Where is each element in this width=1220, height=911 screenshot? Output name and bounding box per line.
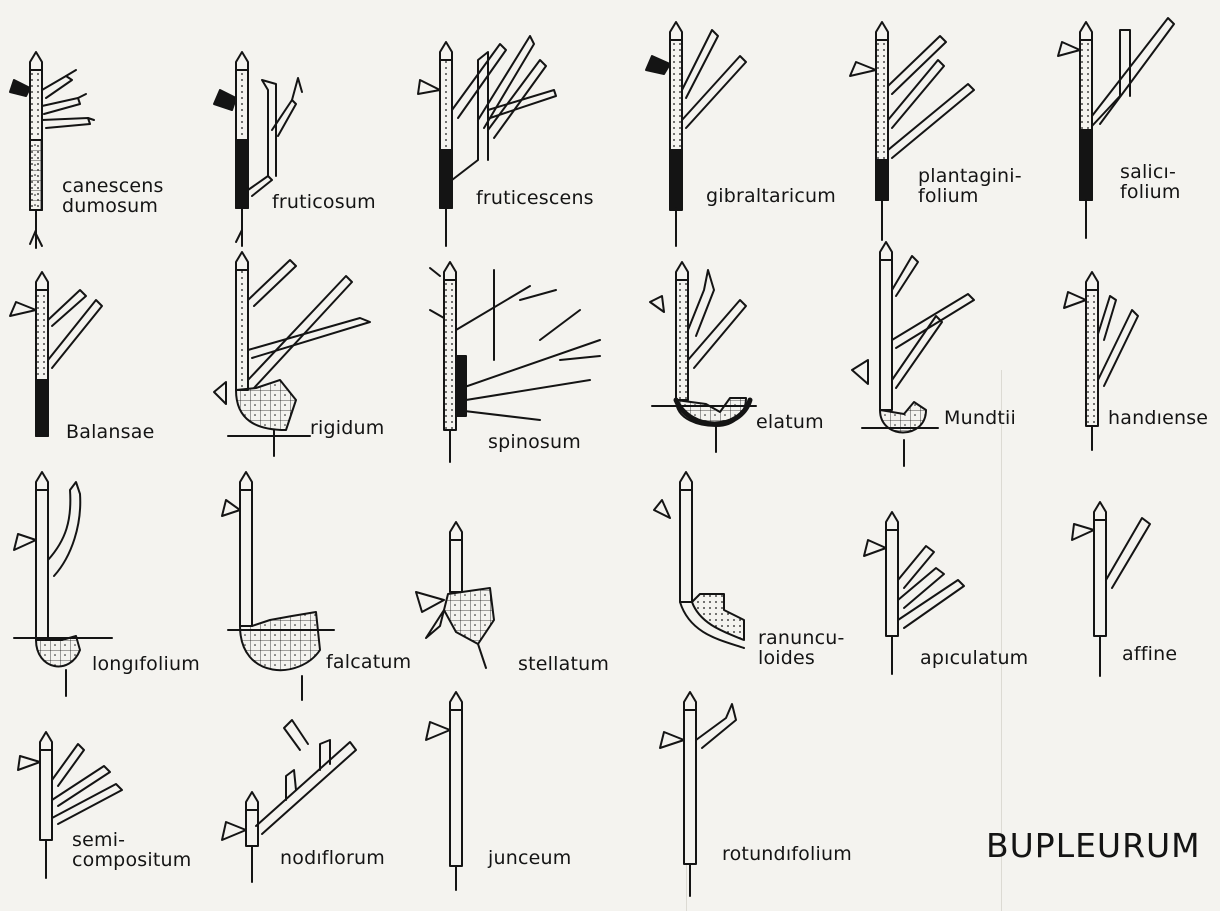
label-stellatum: stellatum xyxy=(518,654,609,674)
plant-rotundifolium xyxy=(660,692,736,896)
genus-title: BUPLEURUM xyxy=(986,828,1201,864)
label-apiculatum: apıculatum xyxy=(920,648,1028,668)
plant-ranunculoides xyxy=(654,472,744,648)
plant-canescens-dumosum xyxy=(10,52,94,248)
label-nodiflorum: nodıflorum xyxy=(280,848,385,868)
plant-fruticosum xyxy=(214,52,302,246)
label-mundtii: Mundtii xyxy=(944,408,1016,428)
label-longifolium: longıfolium xyxy=(92,654,200,674)
plant-junceum xyxy=(426,692,462,890)
label-canescens-dumosum: canescens dumosum xyxy=(62,176,164,216)
label-falcatum: falcatum xyxy=(326,652,411,672)
label-ranunculoides: ranuncu- loides xyxy=(758,628,845,668)
label-rigidum: rigidum xyxy=(310,418,384,438)
plant-salicifolium xyxy=(1058,18,1174,238)
label-salicifolium: salicı- folium xyxy=(1120,162,1181,202)
label-fruticosum: fruticosum xyxy=(272,192,376,212)
label-plantaginifolium: plantagini- folium xyxy=(918,166,1022,206)
plant-stellatum xyxy=(416,522,494,668)
label-affine: affine xyxy=(1122,644,1177,664)
label-junceum: junceum xyxy=(488,848,571,868)
label-fruticescens: fruticescens xyxy=(476,188,594,208)
plant-balansae xyxy=(10,272,102,436)
label-rotundifolium: rotundıfolium xyxy=(722,844,852,864)
plant-plantaginifolium xyxy=(850,22,974,240)
label-balansae: Balansae xyxy=(66,422,154,442)
plant-fruticescens xyxy=(418,36,556,246)
label-spinosum: spinosum xyxy=(488,432,581,452)
label-semicompositum: semi- compositum xyxy=(72,830,191,870)
plant-elatum xyxy=(650,262,756,452)
plant-falcatum xyxy=(222,472,334,700)
label-gibraltaricum: gibraltaricum xyxy=(706,186,836,206)
label-handiense: handıense xyxy=(1108,408,1208,428)
label-elatum: elatum xyxy=(756,412,824,432)
plant-gibraltaricum xyxy=(646,22,746,246)
plant-mundtii xyxy=(852,242,974,466)
